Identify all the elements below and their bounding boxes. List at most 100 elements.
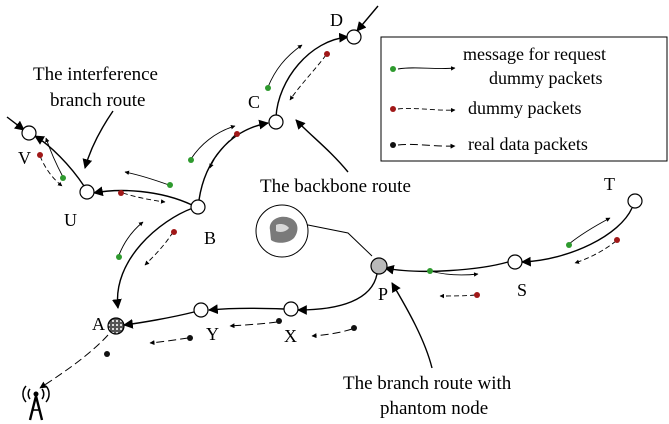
- dummy-packets: [37, 51, 620, 299]
- magnifier-pointer: [302, 223, 373, 257]
- dummy-dot: [37, 152, 43, 158]
- interference-label-line1: The interference: [33, 64, 158, 85]
- dummy-arrow: [289, 54, 327, 101]
- edge-b-u: [93, 186, 193, 206]
- node-label-t: T: [604, 174, 615, 194]
- node-x: [283, 301, 299, 317]
- legend-dummy-label: dummy packets: [468, 98, 581, 118]
- real-arrow: [311, 328, 353, 339]
- node-label-s: S: [517, 280, 527, 300]
- request-arrow: [429, 270, 479, 277]
- phantom-label-line2: phantom node: [380, 398, 488, 419]
- node-p-phantom: [370, 257, 388, 275]
- node-label-p: P: [378, 284, 388, 304]
- request-dot: [427, 268, 433, 274]
- request-dot: [167, 182, 173, 188]
- phantom-label-line1: The branch route with: [343, 373, 512, 394]
- node-c: [268, 114, 284, 130]
- real-dot: [276, 318, 282, 324]
- node-label-d: D: [330, 10, 343, 30]
- edge-t-s: [521, 207, 633, 267]
- dummy-arrow: [209, 134, 236, 169]
- node-label-x: X: [284, 326, 297, 346]
- edge-b-c: [198, 119, 269, 201]
- request-dot: [116, 254, 122, 260]
- dummy-dot: [234, 131, 240, 137]
- real-arrow: [229, 321, 278, 329]
- node-label-v: V: [18, 148, 31, 168]
- real-dot: [104, 351, 110, 357]
- real-dot: [351, 325, 357, 331]
- node-d: [346, 29, 362, 45]
- legend-request-dot: [390, 66, 396, 72]
- edge-y-a: [123, 311, 195, 329]
- request-arrow: [118, 221, 144, 256]
- dummy-dot: [614, 237, 620, 243]
- dummy-arrow: [439, 293, 476, 299]
- node-a: [107, 317, 125, 335]
- legend-box: [380, 36, 668, 162]
- annotation-pointers: [82, 110, 433, 369]
- legend-request-label-1: message for request: [463, 44, 606, 64]
- request-arrow: [45, 137, 64, 178]
- request-arrow: [124, 170, 170, 186]
- legend-dummy-arrow: [397, 107, 456, 113]
- edge-u-v: [34, 135, 85, 187]
- node-t: [627, 193, 643, 209]
- node-v: [21, 125, 37, 141]
- legend-real-dot: [390, 142, 396, 148]
- legend-real-arrow: [397, 143, 456, 149]
- request-dot: [188, 157, 194, 163]
- interference-pointer: [82, 110, 114, 169]
- node-label-y: Y: [206, 324, 219, 344]
- request-arrow: [568, 217, 611, 245]
- node-labels: D C V U B A Y X P S T: [18, 10, 615, 346]
- node-label-u: U: [64, 210, 77, 230]
- legend-dummy-dot: [390, 106, 396, 112]
- node-label-a: A: [92, 314, 105, 334]
- edge-s-p: [384, 261, 509, 275]
- legend: message for request dummy packets dummy …: [380, 36, 668, 162]
- request-dot: [566, 242, 572, 248]
- ghost-figure-detail: [276, 224, 289, 232]
- route-edges: [6, 5, 633, 389]
- dummy-arrow: [574, 240, 617, 264]
- node-label-b: B: [204, 228, 216, 248]
- edge-c-d: [275, 32, 349, 118]
- phantom-pointer: [391, 282, 433, 369]
- dummy-arrow: [39, 155, 63, 187]
- node-label-c: C: [248, 92, 260, 112]
- edge-v-out: [6, 116, 25, 131]
- request-dot: [265, 85, 271, 91]
- request-arrow: [190, 125, 236, 160]
- dummy-dot: [324, 51, 330, 57]
- dummy-dot: [118, 190, 124, 196]
- node-y: [193, 302, 209, 318]
- dummy-dot: [474, 292, 480, 298]
- dummy-arrow: [144, 231, 174, 266]
- node-b: [190, 199, 206, 215]
- node-s: [507, 254, 523, 270]
- legend-request-label-2: dummy packets: [489, 68, 602, 88]
- antenna-icon: [22, 385, 50, 421]
- real-data-packets: [104, 318, 357, 357]
- legend-request-arrow: [397, 66, 456, 71]
- request-dot: [60, 175, 66, 181]
- phantom-magnifier: [255, 204, 309, 258]
- nodes: [21, 29, 643, 335]
- annotation-labels: The interference branch route The backbo…: [33, 64, 512, 419]
- backbone-pointer: [295, 119, 349, 173]
- real-arrow: [149, 337, 189, 346]
- edge-a-sink: [39, 334, 109, 389]
- edge-a-b: [112, 207, 194, 309]
- node-u: [79, 184, 95, 200]
- request-arrow: [267, 44, 303, 88]
- real-dot: [187, 335, 193, 341]
- dummy-arrow: [122, 192, 166, 204]
- dummy-dot: [171, 229, 177, 235]
- edge-d-out: [356, 5, 379, 32]
- backbone-label: The backbone route: [260, 176, 411, 197]
- edge-p-x: [297, 273, 378, 315]
- edge-x-y: [208, 304, 285, 315]
